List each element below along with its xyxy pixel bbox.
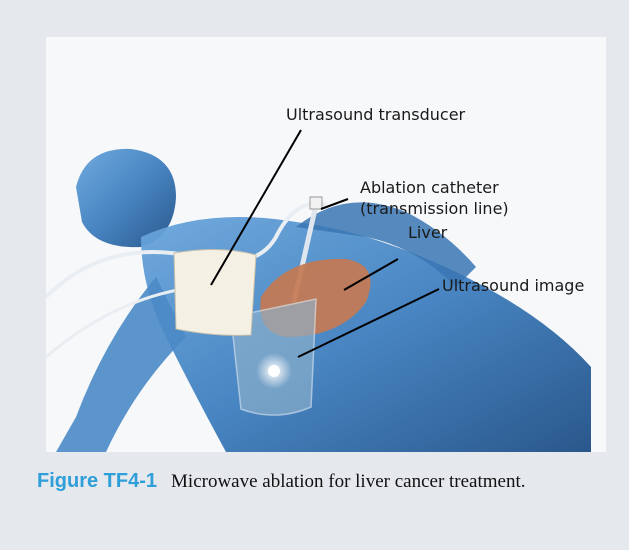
figure-caption: Figure TF4-1 Microwave ablation for liver… — [37, 467, 607, 496]
ablation-spot — [268, 365, 280, 377]
patient-body-illustration — [46, 37, 606, 452]
ultrasound-transducer — [174, 249, 256, 335]
figure-id: Figure TF4-1 — [37, 470, 157, 492]
label-ultrasound-image: Ultrasound image — [442, 276, 584, 296]
label-transducer: Ultrasound transducer — [286, 105, 465, 125]
label-liver: Liver — [408, 223, 447, 243]
label-catheter-line1: Ablation catheter — [360, 178, 499, 198]
figure-illustration: Ultrasound transducer Ablation catheter … — [46, 37, 606, 452]
caption-text: Microwave ablation for liver cancer trea… — [171, 471, 526, 492]
catheter-tip — [310, 197, 322, 209]
label-catheter-line2: (transmission line) — [360, 199, 509, 219]
